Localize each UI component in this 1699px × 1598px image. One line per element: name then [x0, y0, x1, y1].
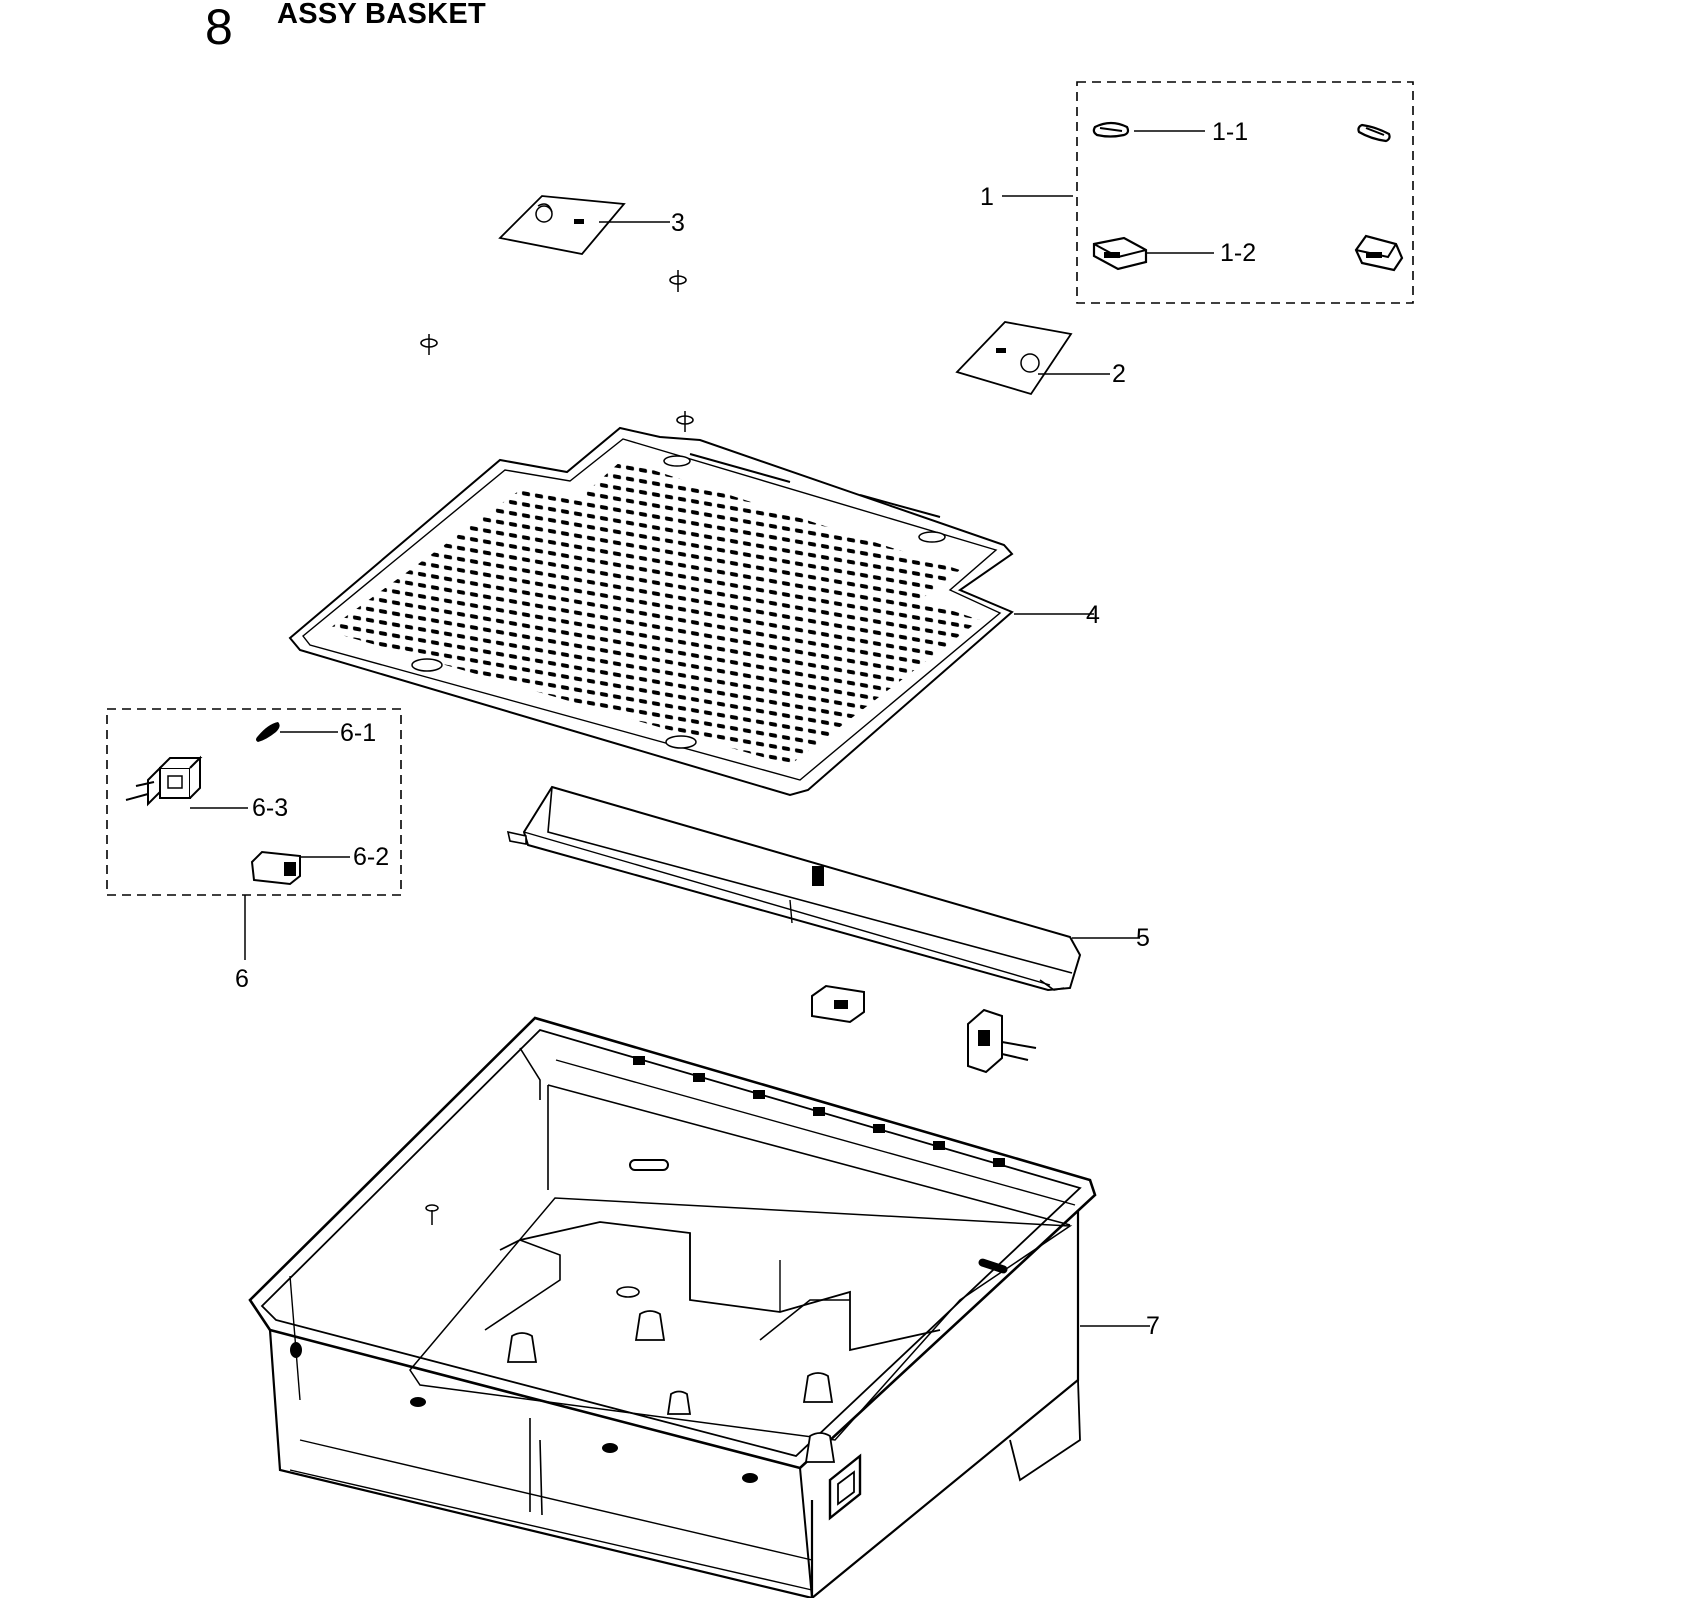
group-1-box: 1: [980, 81, 1414, 304]
label-5: 5: [1136, 924, 1150, 952]
group-6-box: 6: [106, 708, 402, 993]
part-3-cover: 3: [498, 195, 685, 255]
label-6-2: 6-2: [353, 843, 389, 871]
part-1-2-latch-left: 1-2: [1092, 236, 1256, 271]
section-title: ASSY BASKET: [277, 0, 487, 30]
label-3: 3: [671, 209, 685, 237]
screw-fastener-3: [676, 411, 694, 432]
label-6-1: 6-1: [340, 719, 376, 747]
hinge-bracket-loose: [967, 1008, 1037, 1074]
part-6-2-latch: 6-2: [250, 843, 389, 886]
part-2-cover: 2: [955, 321, 1126, 396]
latch-part-loose: [811, 984, 865, 1024]
part-1-2-latch-right: [1354, 234, 1404, 272]
label-2: 2: [1112, 360, 1126, 388]
label-4: 4: [1086, 601, 1100, 629]
part-1-1-clip-right: [1357, 123, 1391, 143]
label-1-1: 1-1: [1212, 118, 1248, 146]
label-1: 1: [980, 183, 994, 211]
label-1-2: 1-2: [1220, 239, 1256, 267]
part-1-1-clip-left: 1-1: [1092, 118, 1248, 146]
section-number: 8: [205, 0, 233, 55]
part-4-perforated-floor: 4: [288, 426, 1100, 797]
label-6-3: 6-3: [252, 794, 288, 822]
part-6-1-spring: 6-1: [256, 719, 376, 747]
label-6: 6: [235, 965, 249, 993]
part-6-3-hinge-bracket: 6-3: [125, 755, 288, 822]
basket-posts: [506, 1310, 836, 1463]
screw-fastener-2: [420, 334, 438, 355]
basket-screw: [425, 1204, 439, 1225]
screw-fastener-1: [669, 270, 687, 292]
part-7-basket-body: 7: [248, 1016, 1160, 1598]
part-5-rail: 5: [506, 785, 1150, 992]
label-7: 7: [1146, 1312, 1160, 1340]
